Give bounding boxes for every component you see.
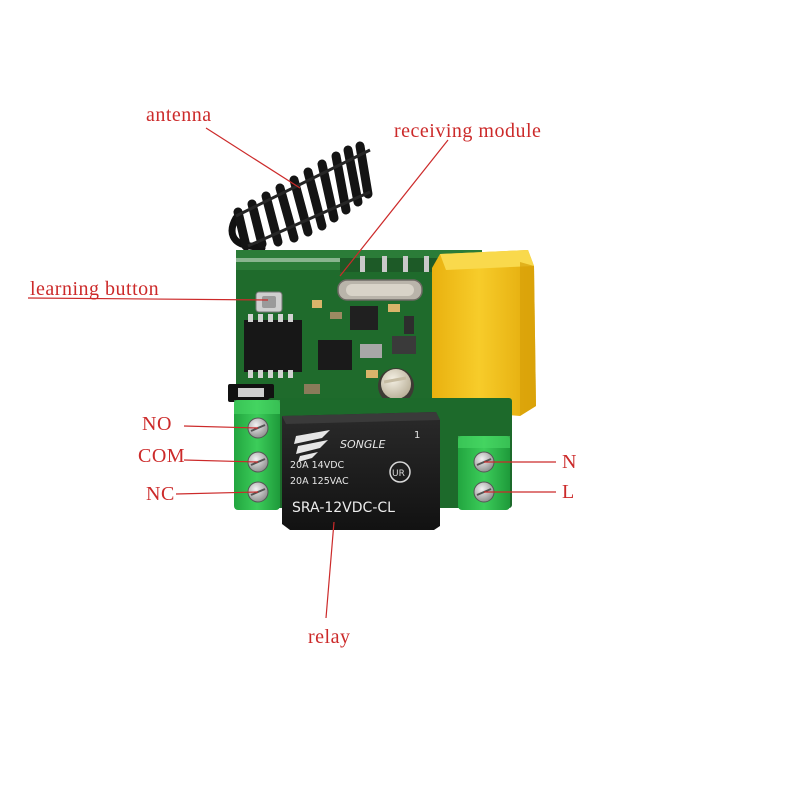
learning-button (255, 291, 283, 313)
label-nc: NC (146, 483, 175, 505)
relay-brand: SONGLE (340, 438, 386, 451)
label-no: NO (142, 413, 172, 435)
leader-relay (325, 521, 335, 619)
callout-labels: antenna receiving module learning button… (30, 104, 577, 648)
receiving-module (337, 256, 450, 301)
leader-learning-button (27, 297, 269, 301)
label-n: N (562, 451, 577, 473)
terminal-block-left (234, 400, 280, 510)
leader-nc (175, 491, 259, 495)
leader-no (183, 425, 259, 429)
label-com: COM (138, 445, 185, 467)
jumper-header (228, 384, 274, 402)
relay-pin-number: 1 (414, 430, 420, 441)
leader-lines (27, 127, 556, 619)
leader-receiving-module (339, 139, 449, 277)
ic-chip (244, 314, 302, 378)
electrolytic-capacitor (378, 368, 414, 404)
relay-rating-ac: 20A 125VAC (290, 476, 349, 487)
label-relay: relay (308, 626, 350, 648)
label-l: L (562, 481, 575, 503)
ur-mark-icon: UR (389, 461, 411, 483)
relay-body: SONGLE 1 20A 14VDC 20A 125VAC UR SRA-12V… (282, 412, 440, 530)
leader-com (183, 459, 259, 463)
relay-cert-mark: UR (392, 469, 405, 479)
relay-rating-dc: 20A 14VDC (290, 460, 345, 471)
label-learning-button: learning button (30, 278, 159, 300)
terminal-block-right (458, 436, 510, 510)
label-antenna: antenna (146, 104, 212, 126)
leader-antenna (205, 127, 301, 189)
songle-logo-icon (294, 430, 330, 462)
relay-model: SRA-12VDC-CL (292, 500, 395, 516)
antenna-coil (228, 141, 373, 252)
x2-capacitor (432, 250, 536, 416)
label-receiving-module: receiving module (394, 120, 541, 142)
smd-components (304, 300, 416, 394)
